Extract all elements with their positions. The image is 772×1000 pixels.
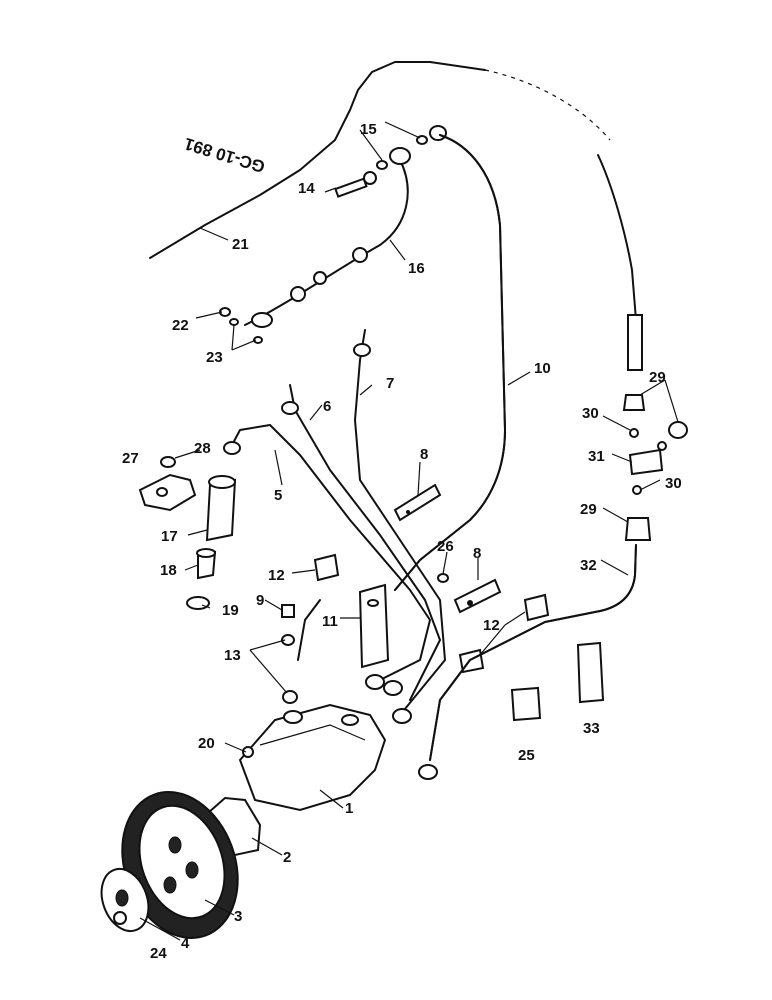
callout-29a: 29 — [649, 369, 666, 386]
fittings-29-31 — [622, 394, 688, 541]
washers-15 — [376, 125, 447, 170]
callout-14: 14 — [298, 180, 315, 197]
callout-25: 25 — [518, 747, 535, 764]
callout-33: 33 — [583, 720, 600, 737]
nut-24 — [113, 911, 127, 925]
callout-8b: 8 — [473, 545, 481, 562]
plate-33 — [576, 641, 605, 704]
washer-23b — [253, 336, 263, 344]
callout-7: 7 — [386, 375, 394, 392]
callout-20: 20 — [198, 735, 215, 752]
bracket-27 — [138, 473, 197, 512]
o-ring-19 — [186, 596, 210, 610]
clamp-8-lower — [453, 578, 502, 614]
hose-21 — [149, 61, 643, 371]
callout-3: 3 — [234, 908, 242, 925]
callout-10: 10 — [534, 360, 551, 377]
nut-28 — [160, 456, 176, 468]
clip-12-left — [313, 553, 340, 582]
banjo-bolt-14 — [334, 171, 377, 198]
callout-12b: 12 — [483, 617, 500, 634]
callout-12a: 12 — [268, 567, 285, 584]
callout-22: 22 — [172, 317, 189, 334]
callout-27: 27 — [122, 450, 139, 467]
filter-17 — [205, 475, 237, 542]
callout-31: 31 — [588, 448, 605, 465]
callout-1: 1 — [345, 800, 353, 817]
element-18 — [196, 548, 217, 580]
plate-25 — [510, 686, 542, 722]
callout-18: 18 — [160, 562, 177, 579]
callout-21: 21 — [232, 236, 249, 253]
callout-9: 9 — [256, 592, 264, 609]
callout-24: 24 — [150, 945, 167, 962]
injection-pump-1 — [238, 703, 387, 812]
callout-30b: 30 — [665, 475, 682, 492]
callout-5: 5 — [274, 487, 282, 504]
drawing-reference: GC-10 891 — [182, 134, 267, 176]
callout-29b: 29 — [580, 501, 597, 518]
callout-2: 2 — [283, 849, 291, 866]
clip-12-right — [458, 593, 550, 674]
pipe-32 — [418, 544, 637, 780]
bracket-11 — [358, 583, 390, 669]
callout-30a: 30 — [582, 405, 599, 422]
callout-28: 28 — [194, 440, 211, 457]
washers-13 — [281, 634, 298, 704]
callout-4: 4 — [181, 935, 190, 952]
washer-23a — [229, 318, 239, 326]
hose-16 — [244, 147, 411, 328]
callout-15: 15 — [360, 121, 377, 138]
callout-32: 32 — [580, 557, 597, 574]
pipe-10 — [394, 134, 506, 591]
callout-8a: 8 — [420, 446, 428, 463]
callout-17: 17 — [161, 528, 178, 545]
bolt-9 — [281, 604, 295, 618]
callout-26: 26 — [437, 538, 454, 555]
injector-pipes — [223, 329, 446, 724]
callout-6: 6 — [323, 398, 331, 415]
callout-13: 13 — [224, 647, 241, 664]
washer-26 — [437, 573, 449, 583]
callout-16: 16 — [408, 260, 425, 277]
leader-lines — [139, 121, 679, 941]
callout-19: 19 — [222, 602, 239, 619]
clamp-8-upper — [393, 483, 442, 522]
callout-23: 23 — [206, 349, 223, 366]
callout-11: 11 — [322, 613, 338, 630]
hub-4 — [100, 868, 150, 932]
